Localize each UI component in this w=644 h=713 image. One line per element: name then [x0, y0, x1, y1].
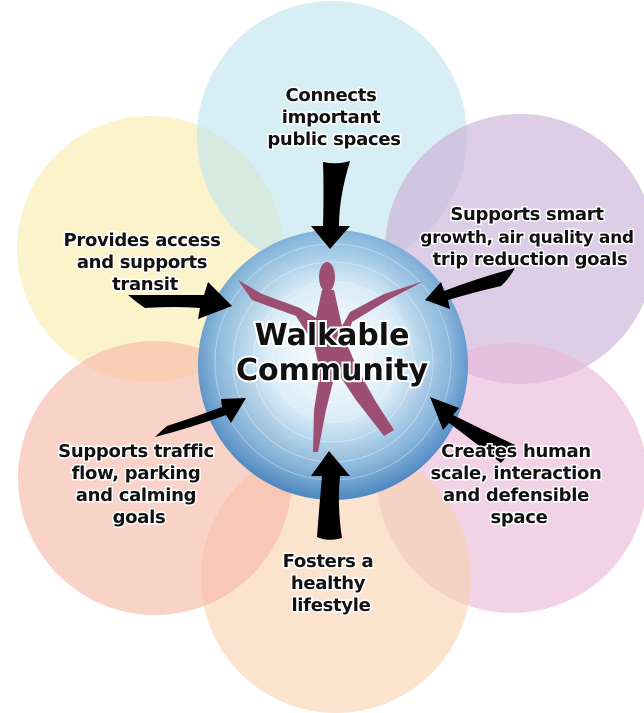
arrow-from-upper-left [128, 282, 232, 319]
petal-label-lower-right: Creates human scale, interaction and def… [430, 441, 607, 528]
center-title-line1: Walkable [255, 318, 410, 353]
petal-label-upper-right: Supports smart growth, air quality and t… [420, 204, 639, 270]
arrow-from-upper-right [425, 268, 515, 309]
arrows [128, 161, 515, 540]
arrow-from-lower-left [155, 398, 246, 437]
arrow-from-top [311, 161, 350, 249]
petal-label-top: Connects important public spaces [267, 85, 400, 150]
petal-label-lower-left: Supports traffic flow, parking and calmi… [58, 441, 220, 528]
walking-person-figure [238, 262, 424, 452]
petal-label-upper-left: Provides access and supports transit [63, 230, 226, 295]
arrow-from-lower-right [430, 397, 515, 463]
petal-label-bottom: Fosters a healthy lifestyle [283, 551, 380, 616]
arrow-from-bottom [311, 451, 350, 540]
center-title-line2: Community [236, 353, 428, 388]
